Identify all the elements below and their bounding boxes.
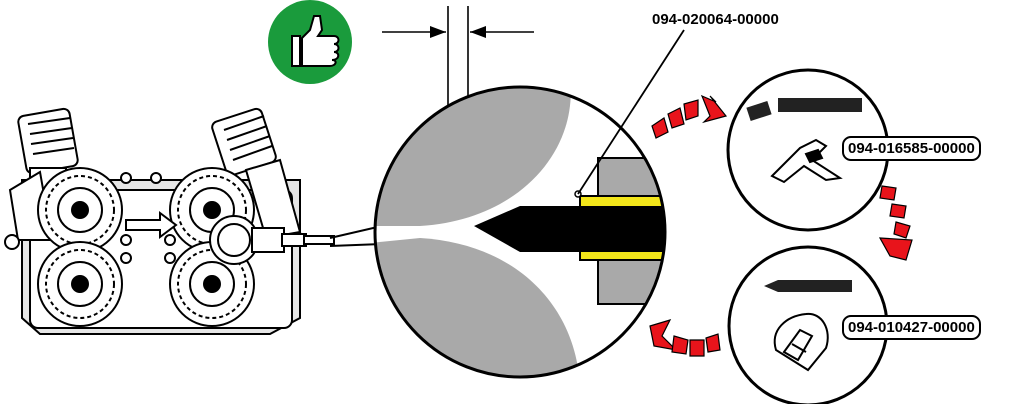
magnified-view: [373, 85, 667, 379]
contact-tip-leader: [577, 29, 685, 195]
drive-roll-bottom-left: [37, 241, 123, 327]
cutter-blade-small: [746, 100, 772, 122]
cutter-tool-part-label: 094-016585-00000: [842, 136, 981, 161]
wire-outlet-guide: [209, 215, 335, 265]
sharpener-icon: [773, 312, 829, 372]
curved-arrow-icon-right: [878, 185, 913, 261]
contact-tip: [474, 206, 665, 252]
pressure-knob-right: [211, 107, 302, 240]
sharpener-tool-part-label: 094-010427-00000: [842, 315, 981, 340]
cutter-tool-view: [726, 68, 890, 232]
magnify-leader-lines: [329, 225, 383, 247]
tip-bar: [764, 280, 852, 292]
pliers-icon: [770, 138, 843, 184]
curved-arrow-icon-upper: [651, 94, 728, 139]
contact-tip-part-label: 094-020064-00000: [652, 11, 779, 28]
thumbs-up-icon: [268, 0, 352, 84]
wire-feeder-unit: [4, 107, 335, 335]
drive-roll-top-left: [37, 167, 123, 253]
curved-arrow-icon-lower: [649, 319, 721, 357]
cutter-blade-long: [778, 98, 862, 112]
